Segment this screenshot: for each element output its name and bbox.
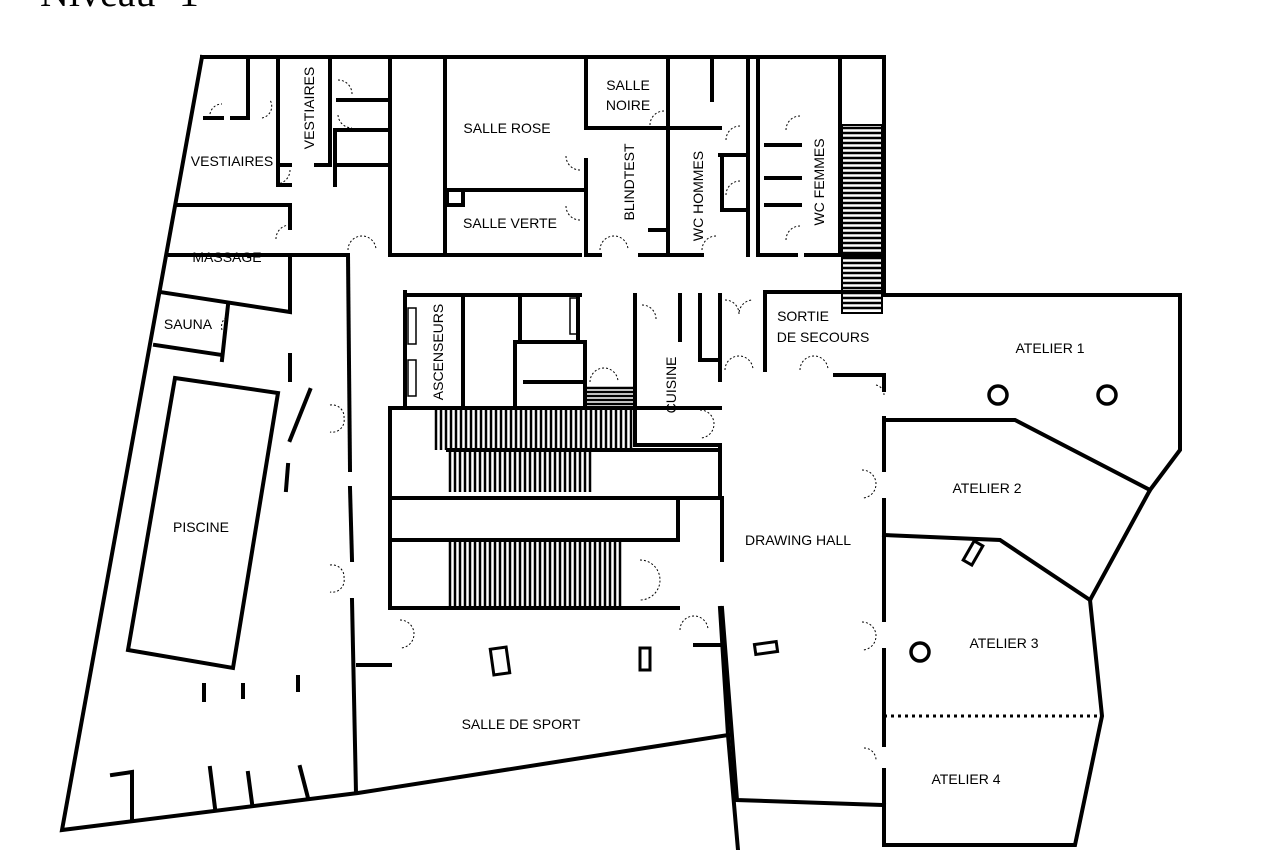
atelier-walls bbox=[693, 376, 1153, 847]
door-swing bbox=[861, 469, 877, 499]
door-swing bbox=[337, 79, 353, 95]
column bbox=[909, 641, 931, 663]
room-label-salle-rose: SALLE ROSE bbox=[463, 120, 550, 136]
stair-flight bbox=[587, 386, 634, 406]
door-swing bbox=[649, 110, 665, 126]
door-swing bbox=[565, 155, 581, 171]
door-swing bbox=[329, 404, 345, 433]
door-swing bbox=[565, 205, 581, 221]
door-swing bbox=[699, 409, 715, 439]
room-label-salle-noire-line2: NOIRE bbox=[606, 97, 650, 113]
pool-basin bbox=[125, 375, 281, 671]
room-label-wc-femmes: WC FEMMES bbox=[811, 138, 827, 225]
room-label-drawing-hall: DRAWING HALL bbox=[745, 532, 851, 548]
room-label-atelier-2: ATELIER 2 bbox=[953, 480, 1022, 496]
door-swing bbox=[799, 355, 829, 371]
door-swing bbox=[599, 235, 629, 251]
door-swing bbox=[347, 235, 377, 251]
staircase-central bbox=[434, 126, 882, 606]
door-swing bbox=[679, 615, 709, 631]
door-swing bbox=[275, 169, 291, 185]
room-label-atelier-4: ATELIER 4 bbox=[932, 771, 1001, 787]
pillar bbox=[961, 538, 985, 568]
door-swing bbox=[221, 315, 229, 331]
room-label-sauna: SAUNA bbox=[164, 316, 213, 332]
room-label-cuisine: CUISINE bbox=[663, 357, 679, 414]
stair-flight bbox=[434, 408, 633, 450]
door-swing bbox=[701, 235, 717, 251]
door-swing bbox=[725, 180, 741, 196]
stair-flight bbox=[842, 126, 882, 310]
room-label-blindtest: BLINDTEST bbox=[621, 143, 637, 220]
room-label-sortie-line2: DE SECOURS bbox=[777, 329, 870, 345]
door-swing bbox=[589, 367, 619, 383]
room-label-ascenseurs: ASCENSEURS bbox=[430, 304, 446, 400]
door-swing bbox=[261, 99, 273, 119]
door-swing bbox=[785, 225, 801, 241]
column bbox=[1096, 384, 1118, 406]
room-labels: VESTIAIRES VESTIAIRES SALLE ROSE SALLE N… bbox=[164, 67, 1085, 787]
door-swing bbox=[863, 747, 877, 761]
room-label-massage: MASSAGE bbox=[192, 249, 261, 265]
room-label-vestiaires: VESTIAIRES bbox=[191, 153, 273, 169]
door-swing bbox=[785, 115, 801, 131]
room-label-piscine: PISCINE bbox=[173, 519, 229, 535]
central-core-walls bbox=[388, 290, 886, 610]
stair-flight bbox=[448, 540, 622, 606]
door-swing bbox=[725, 125, 741, 141]
door-swing bbox=[209, 103, 223, 119]
upper-rooms-walls bbox=[152, 55, 886, 382]
doors bbox=[209, 79, 885, 761]
door-swing bbox=[724, 299, 754, 315]
door-swing bbox=[724, 355, 754, 371]
stair-flight bbox=[448, 450, 592, 492]
level-title: Niveau -1 bbox=[40, 0, 199, 15]
columns bbox=[407, 297, 1118, 677]
room-label-atelier-1: ATELIER 1 bbox=[1016, 340, 1085, 356]
room-label-sortie-line1: SORTIE bbox=[777, 308, 829, 324]
door-swing bbox=[329, 564, 345, 593]
room-label-vestiaires-2: VESTIAIRES bbox=[301, 67, 317, 149]
elevator-door bbox=[407, 359, 417, 397]
room-label-wc-hommes: WC HOMMES bbox=[690, 151, 706, 241]
pool-area-walls bbox=[109, 252, 392, 820]
door-swing bbox=[861, 621, 877, 651]
column bbox=[987, 384, 1009, 406]
door-swing bbox=[875, 384, 885, 396]
pillar bbox=[638, 646, 652, 672]
door-swing bbox=[337, 114, 353, 129]
pillar bbox=[752, 639, 780, 657]
door-swing bbox=[399, 619, 415, 649]
pillar bbox=[488, 645, 512, 677]
door-swing bbox=[641, 304, 657, 320]
room-label-atelier-3: ATELIER 3 bbox=[970, 635, 1039, 651]
room-label-salle-verte: SALLE VERTE bbox=[463, 215, 557, 231]
door-swing bbox=[275, 224, 291, 241]
elevator-door bbox=[569, 297, 579, 335]
elevator-door bbox=[407, 307, 417, 345]
room-label-salle-noire-line1: SALLE bbox=[606, 77, 650, 93]
room-label-salle-de-sport: SALLE DE SPORT bbox=[462, 716, 581, 732]
door-swing bbox=[639, 559, 661, 601]
